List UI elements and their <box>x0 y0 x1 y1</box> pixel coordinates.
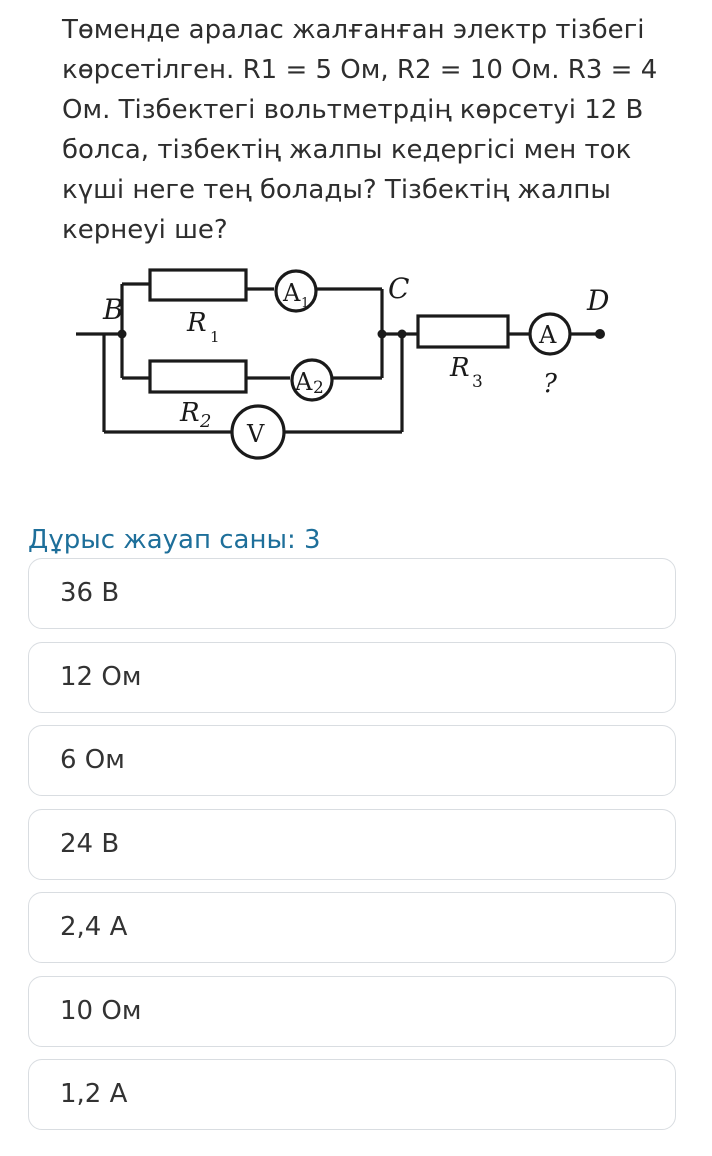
ammeter-a1-sub: 1 <box>301 296 309 311</box>
resistor-r2 <box>148 359 248 394</box>
answer-list: 36 В 12 Ом 6 Ом 24 В 2,4 А 10 Ом 1,2 А <box>28 558 676 1143</box>
answer-option[interactable]: 12 Ом <box>28 641 676 713</box>
unknown-mark: ? <box>543 369 558 399</box>
r1-sub: 1 <box>210 328 220 346</box>
r3-sub: 3 <box>472 372 483 392</box>
correct-answer-count: Дұрыс жауап саны: 3 <box>28 525 321 555</box>
ammeter-a1-icon <box>274 269 318 313</box>
junction-b <box>117 329 127 339</box>
ammeter-a2-label: A <box>294 368 313 396</box>
resistor-r1 <box>148 268 248 302</box>
answer-option[interactable]: 24 В <box>28 808 676 880</box>
answer-option[interactable]: 36 В <box>28 558 676 629</box>
node-d-label: D <box>586 284 609 317</box>
answer-option[interactable]: 6 Ом <box>28 725 676 796</box>
ammeter-label: A <box>538 321 557 349</box>
node-b-label: B <box>102 293 124 326</box>
node-c-label: C <box>388 272 409 305</box>
resistor-r3 <box>416 314 510 349</box>
junction-c-voltmeter <box>397 329 407 339</box>
ammeter-a2-sub: 2 <box>313 378 324 398</box>
answer-option[interactable]: 1,2 А <box>28 1059 676 1130</box>
question-text: Төменде аралас жалғанған электр тізбегі … <box>62 15 658 245</box>
r2-sub: 2 <box>199 411 211 432</box>
answer-option[interactable]: 10 Ом <box>28 975 676 1047</box>
answer-option[interactable]: 2,4 А <box>28 892 676 963</box>
ammeter-a2-icon <box>290 358 334 402</box>
r2-label: R <box>179 398 200 428</box>
voltmeter-label: V <box>246 420 265 448</box>
r3-label: R <box>449 353 470 383</box>
circuit-diagram: B C D R 1 R 2 R 3 A 1 A 2 V A ? <box>76 268 609 460</box>
junction-c <box>377 329 387 339</box>
ammeter-a1-label: A <box>282 279 301 307</box>
r1-label: R <box>186 308 207 338</box>
voltmeter-icon <box>230 404 286 460</box>
terminal-d <box>595 329 605 339</box>
